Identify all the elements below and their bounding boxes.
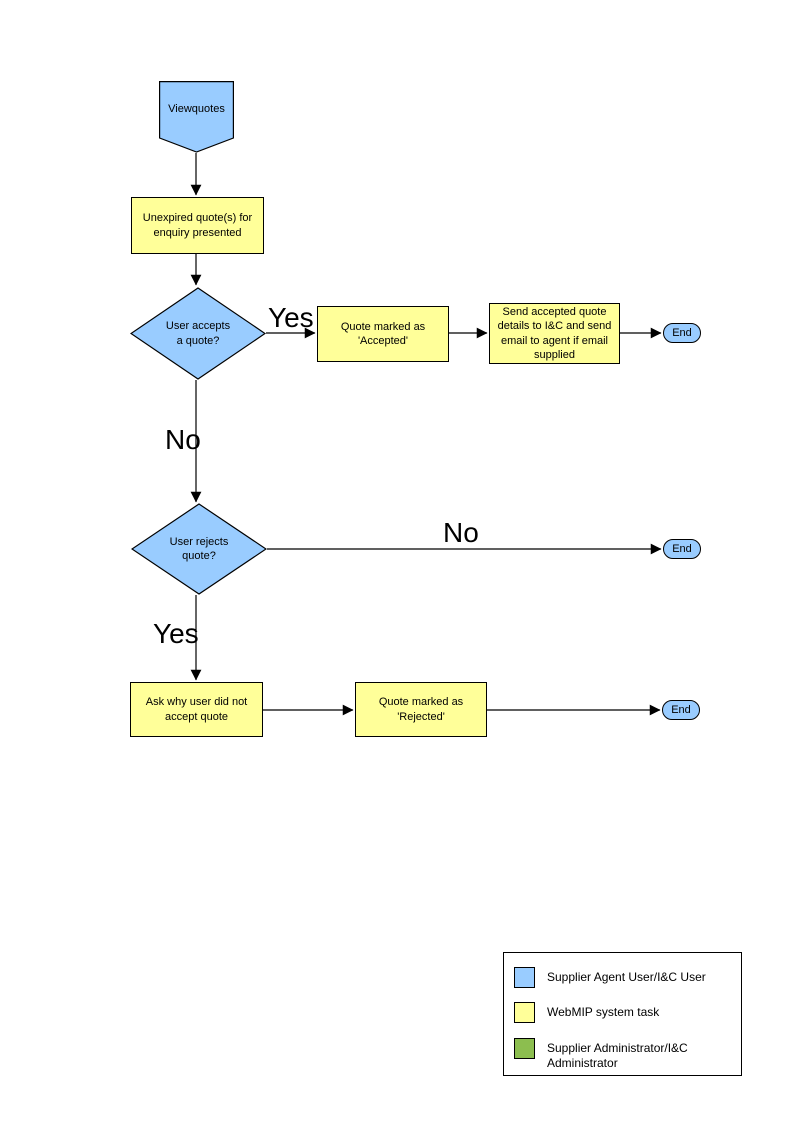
pentagon-shape-icon: [159, 81, 234, 153]
legend-item-webmip-task: WebMIP system task: [514, 1002, 659, 1023]
process-unexpired-quotes: Unexpired quote(s) for enquiry presented: [131, 197, 264, 254]
legend-swatch-blue: [514, 967, 535, 988]
end-node-2: End: [663, 539, 701, 559]
legend-swatch-green: [514, 1038, 535, 1059]
process-ask-why-label: Ask why user did not accept quote: [145, 696, 248, 723]
end-node-3-label: End: [671, 703, 691, 716]
edge-label-rejects-yes: Yes: [153, 618, 199, 649]
edge-label-accepts-no: No: [165, 424, 201, 455]
process-quote-marked-accepted-label: Quote marked as 'Accepted': [340, 320, 426, 347]
process-send-accepted-details: Send accepted quote details to I&C and s…: [489, 303, 620, 364]
legend-label-supplier-admin: Supplier Administrator/I&C Administrator: [547, 1041, 688, 1070]
start-node: Viewquotes: [159, 81, 234, 153]
process-quote-marked-rejected-label: Quote marked as 'Rejected': [378, 696, 464, 723]
edge-label-accepts-yes: Yes: [268, 302, 314, 333]
end-node-1: End: [663, 323, 701, 343]
legend-item-supplier-admin: Supplier Administrator/I&C Administrator: [514, 1038, 688, 1071]
edge-label-rejects-no: No: [443, 517, 479, 548]
end-node-3: End: [662, 700, 700, 720]
decision-user-rejects-label: User rejects quote?: [169, 535, 229, 562]
process-quote-marked-rejected: Quote marked as 'Rejected': [355, 682, 487, 737]
process-quote-marked-accepted: Quote marked as 'Accepted': [317, 306, 449, 362]
end-node-2-label: End: [672, 542, 692, 555]
legend-item-supplier-agent: Supplier Agent User/I&C User: [514, 967, 706, 988]
process-send-accepted-details-label: Send accepted quote details to I&C and s…: [497, 306, 612, 361]
diamond-shape-icon: [131, 503, 267, 595]
legend-label-webmip-task: WebMIP system task: [547, 1005, 660, 1019]
legend-label-supplier-agent: Supplier Agent User/I&C User: [547, 970, 706, 984]
process-ask-why: Ask why user did not accept quote: [130, 682, 263, 737]
decision-user-accepts: User accepts a quote?: [130, 287, 266, 380]
decision-user-rejects: User rejects quote?: [131, 503, 267, 595]
start-node-label: Viewquotes: [168, 102, 225, 115]
legend-swatch-yellow: [514, 1002, 535, 1023]
decision-user-accepts-label: User accepts a quote?: [165, 320, 231, 347]
end-node-1-label: End: [672, 326, 692, 339]
process-unexpired-quotes-label: Unexpired quote(s) for enquiry presented: [142, 212, 253, 239]
diamond-shape-icon: [130, 287, 266, 380]
legend-box: Supplier Agent User/I&C User WebMIP syst…: [503, 952, 742, 1076]
